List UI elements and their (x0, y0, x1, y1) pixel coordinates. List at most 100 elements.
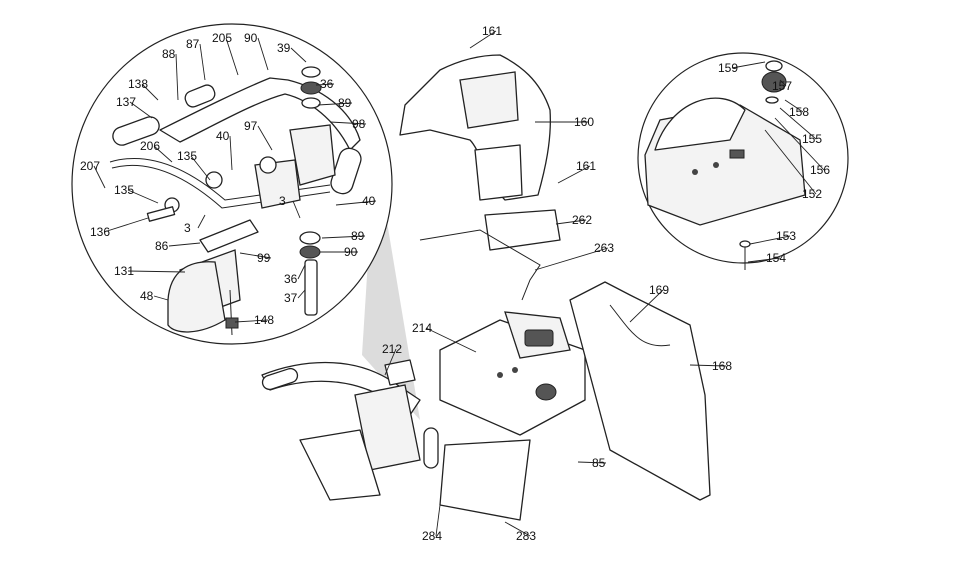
callout-leader-97 (257, 125, 273, 151)
callout-label-158: 158 (789, 105, 809, 119)
callout-leader-99 (239, 252, 272, 259)
callout-label-160: 160 (574, 115, 594, 129)
callout-label-262: 262 (572, 213, 592, 227)
callout-label-87: 87 (186, 37, 200, 51)
callout-leader-148 (234, 319, 269, 323)
callout-leader-137 (129, 101, 153, 119)
callout-label-169: 169 (649, 283, 669, 297)
callout-leader-214 (425, 327, 477, 353)
callout-label-156: 156 (810, 163, 830, 177)
side-panel (569, 281, 711, 501)
callout-leader-135a (190, 155, 211, 181)
callout-leader-90a (257, 37, 269, 71)
callout-leader-169 (629, 289, 664, 323)
callout-leader-262 (555, 219, 587, 225)
callout-leader-205 (225, 37, 239, 76)
callout-leader-89a (317, 102, 353, 106)
callout-label-153: 153 (776, 229, 796, 243)
callout-label-161b: 161 (576, 159, 596, 173)
callout-label-136: 136 (90, 225, 110, 239)
callout-leader-156 (774, 117, 825, 171)
callout-label-131: 131 (114, 264, 134, 278)
callout-label-137: 137 (116, 95, 136, 109)
shroud-assembly (399, 54, 551, 201)
callout-leader-138 (141, 83, 159, 101)
callout-label-168: 168 (712, 359, 732, 373)
callout-label-90a: 90 (244, 31, 258, 45)
callout-label-89b: 89 (351, 229, 365, 243)
callout-leader-98 (329, 121, 367, 125)
callout-label-157: 157 (772, 79, 792, 93)
callout-label-99: 99 (257, 251, 271, 265)
callout-leader-37 (297, 289, 306, 299)
callout-leader-36a (315, 83, 335, 86)
callout-leader-284 (435, 504, 441, 537)
callout-leader-3a (197, 214, 206, 229)
callout-leader-89b (321, 235, 366, 239)
callout-label-283: 283 (516, 529, 536, 543)
callout-leader-206 (153, 145, 173, 163)
callout-leader-212 (384, 348, 397, 376)
callout-label-284: 284 (422, 529, 442, 543)
callout-leader-3b (292, 200, 301, 219)
callout-label-88: 88 (162, 47, 176, 61)
control-panel-box (439, 311, 586, 436)
callout-label-154: 154 (766, 251, 786, 265)
callout-leader-48 (153, 295, 169, 301)
callout-leader-40a (229, 135, 233, 171)
callout-label-86: 86 (155, 239, 169, 253)
callout-leader-161b (557, 165, 591, 184)
callout-label-3a: 3 (184, 221, 191, 235)
callout-label-205: 205 (212, 31, 232, 45)
callout-label-135a: 135 (177, 149, 197, 163)
callout-leader-39 (290, 47, 307, 63)
callout-label-159: 159 (718, 61, 738, 75)
callout-label-39: 39 (277, 41, 291, 55)
callout-label-40b: 40 (362, 194, 376, 208)
callout-label-148: 148 (254, 313, 274, 327)
callout-leader-153 (749, 235, 791, 245)
callout-leader-283 (504, 521, 531, 537)
callout-label-48: 48 (140, 289, 154, 303)
callout-leader-85 (577, 461, 607, 464)
callout-label-214: 214 (412, 321, 432, 335)
callout-leader-131 (127, 270, 186, 273)
callout-leader-161a (469, 30, 497, 49)
callout-label-3b: 3 (279, 194, 286, 208)
gasket-and-rod (419, 209, 561, 301)
callout-leader-157 (779, 79, 787, 87)
callout-leader-263 (534, 247, 609, 271)
callout-label-206: 206 (140, 139, 160, 153)
callout-leader-36b (297, 264, 306, 280)
callout-label-89a: 89 (338, 96, 352, 110)
callout-leader-88 (175, 53, 179, 101)
callout-leader-159 (731, 61, 766, 69)
callout-label-36b: 36 (284, 272, 298, 286)
callout-leader-154 (747, 257, 781, 263)
callout-label-98: 98 (352, 117, 366, 131)
callout-label-161a: 161 (482, 24, 502, 38)
callout-label-37: 37 (284, 291, 298, 305)
callout-label-152: 152 (802, 187, 822, 201)
callout-label-36a: 36 (320, 77, 334, 91)
callout-label-90b: 90 (344, 245, 358, 259)
control-panel-detail-bubble (637, 52, 849, 270)
lower-plate (439, 439, 531, 521)
callout-label-40a: 40 (216, 129, 230, 143)
callout-leader-87 (199, 43, 206, 81)
handle-assembly (261, 359, 439, 501)
callout-leader-86 (168, 242, 201, 247)
callout-label-155: 155 (802, 132, 822, 146)
callout-leader-207 (93, 165, 106, 189)
handle-detail-bubble (71, 23, 420, 420)
callout-label-85: 85 (592, 456, 606, 470)
callout-leader-155 (779, 107, 817, 140)
callout-label-135b: 135 (114, 183, 134, 197)
callout-leader-135b (127, 189, 159, 204)
callout-label-263: 263 (594, 241, 614, 255)
callout-leader-136 (103, 217, 149, 233)
callout-leader-158 (784, 99, 804, 113)
callout-label-97: 97 (244, 119, 258, 133)
